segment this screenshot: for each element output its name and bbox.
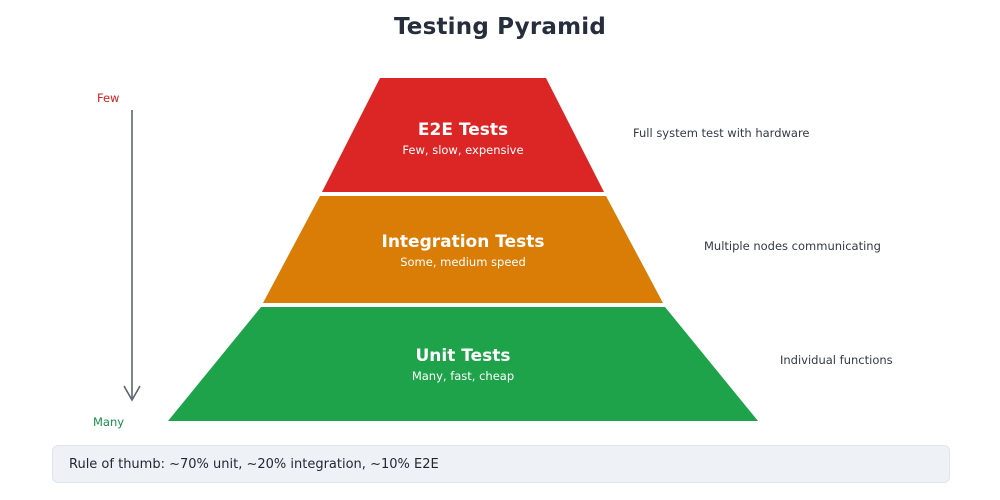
pyramid-layer-e2e-title: E2E Tests bbox=[417, 120, 509, 140]
pyramid-layer-integration-title: Integration Tests bbox=[381, 232, 545, 252]
annotation-e2e: Full system test with hardware bbox=[633, 126, 810, 140]
page-title: Testing Pyramid bbox=[393, 14, 607, 40]
axis-label-few: Few bbox=[97, 91, 120, 105]
pyramid-layer-integration-subtitle: Some, medium speed bbox=[400, 255, 526, 269]
annotation-integration: Multiple nodes communicating bbox=[704, 239, 881, 253]
rule-of-thumb-box: Rule of thumb: ~70% unit, ~20% integrati… bbox=[52, 445, 950, 483]
rule-of-thumb-text: Rule of thumb: ~70% unit, ~20% integrati… bbox=[69, 456, 439, 472]
axis-label-many: Many bbox=[93, 415, 125, 429]
pyramid-layer-e2e-labels: E2E Tests Few, slow, expensive bbox=[322, 120, 604, 158]
annotation-unit: Individual functions bbox=[780, 353, 893, 367]
pyramid-layer-unit-subtitle: Many, fast, cheap bbox=[411, 369, 515, 383]
down-arrow-icon bbox=[123, 385, 141, 402]
pyramid-layer-unit-title: Unit Tests bbox=[415, 346, 511, 366]
pyramid-layer-unit-labels: Unit Tests Many, fast, cheap bbox=[261, 346, 665, 384]
pyramid-layer-integration-labels: Integration Tests Some, medium speed bbox=[320, 232, 606, 270]
pyramid-layer-e2e-subtitle: Few, slow, expensive bbox=[402, 143, 524, 157]
